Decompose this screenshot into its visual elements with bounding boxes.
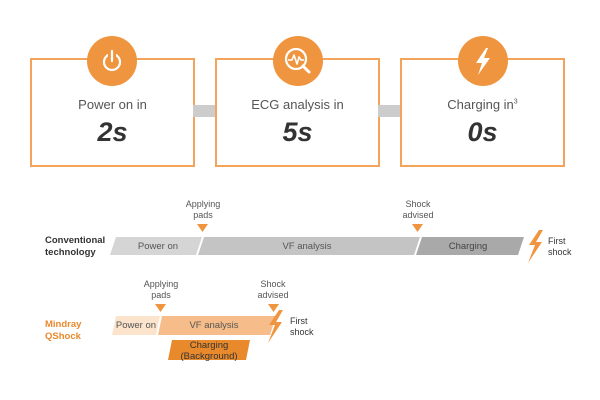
conventional-label: Conventional technology <box>45 235 106 258</box>
qshock-shock-advised-callout: Shock advised <box>257 279 289 300</box>
applying-pads-callout: Applying pads <box>185 199 221 220</box>
qshock-first-shock-lightning-icon <box>268 310 283 343</box>
seg-vf-analysis <box>198 237 420 255</box>
seg-power-on-label: Power on <box>137 241 179 252</box>
first-shock-lightning-icon <box>528 230 543 263</box>
ecg-magnifier-icon <box>273 36 323 86</box>
qshock-seg-vf-analysis-label: VF analysis <box>189 320 239 331</box>
step-label: Charging in3 <box>447 97 518 112</box>
first-shock-label: First shock <box>548 236 572 257</box>
step-value: 2s <box>97 117 128 147</box>
seg-power-on <box>110 237 202 255</box>
qshock-label: Mindray QShock <box>45 319 82 342</box>
qshock-pads-marker <box>155 304 166 312</box>
qshock-first-shock-label: First shock <box>290 316 314 337</box>
qshock-seg-power-on <box>112 316 160 335</box>
step-value: 5s <box>282 117 313 147</box>
pads-marker <box>197 224 208 232</box>
seg-charging <box>416 237 524 255</box>
step-label: ECG analysis in <box>251 97 344 112</box>
shock-advised-callout: Shock advised <box>402 199 434 220</box>
power-icon <box>87 36 137 86</box>
qshock-bar <box>112 316 276 360</box>
qshock-shock-marker <box>268 304 279 312</box>
qshock-seg-power-on-label: Power on <box>115 320 157 331</box>
step-value: 0s <box>467 117 498 147</box>
qshock-seg-charging-label: Charging (Background) <box>180 340 238 362</box>
lightning-icon <box>458 36 508 86</box>
step-label: Power on in <box>78 97 147 112</box>
seg-vf-analysis-label: VF analysis <box>282 241 332 252</box>
qshock-seg-charging <box>168 340 250 360</box>
qshock-applying-pads-callout: Applying pads <box>143 279 179 300</box>
qshock-seg-vf-analysis <box>158 316 276 335</box>
shock-marker <box>412 224 423 232</box>
seg-charging-label: Charging <box>448 241 488 252</box>
conventional-bar <box>110 237 524 255</box>
